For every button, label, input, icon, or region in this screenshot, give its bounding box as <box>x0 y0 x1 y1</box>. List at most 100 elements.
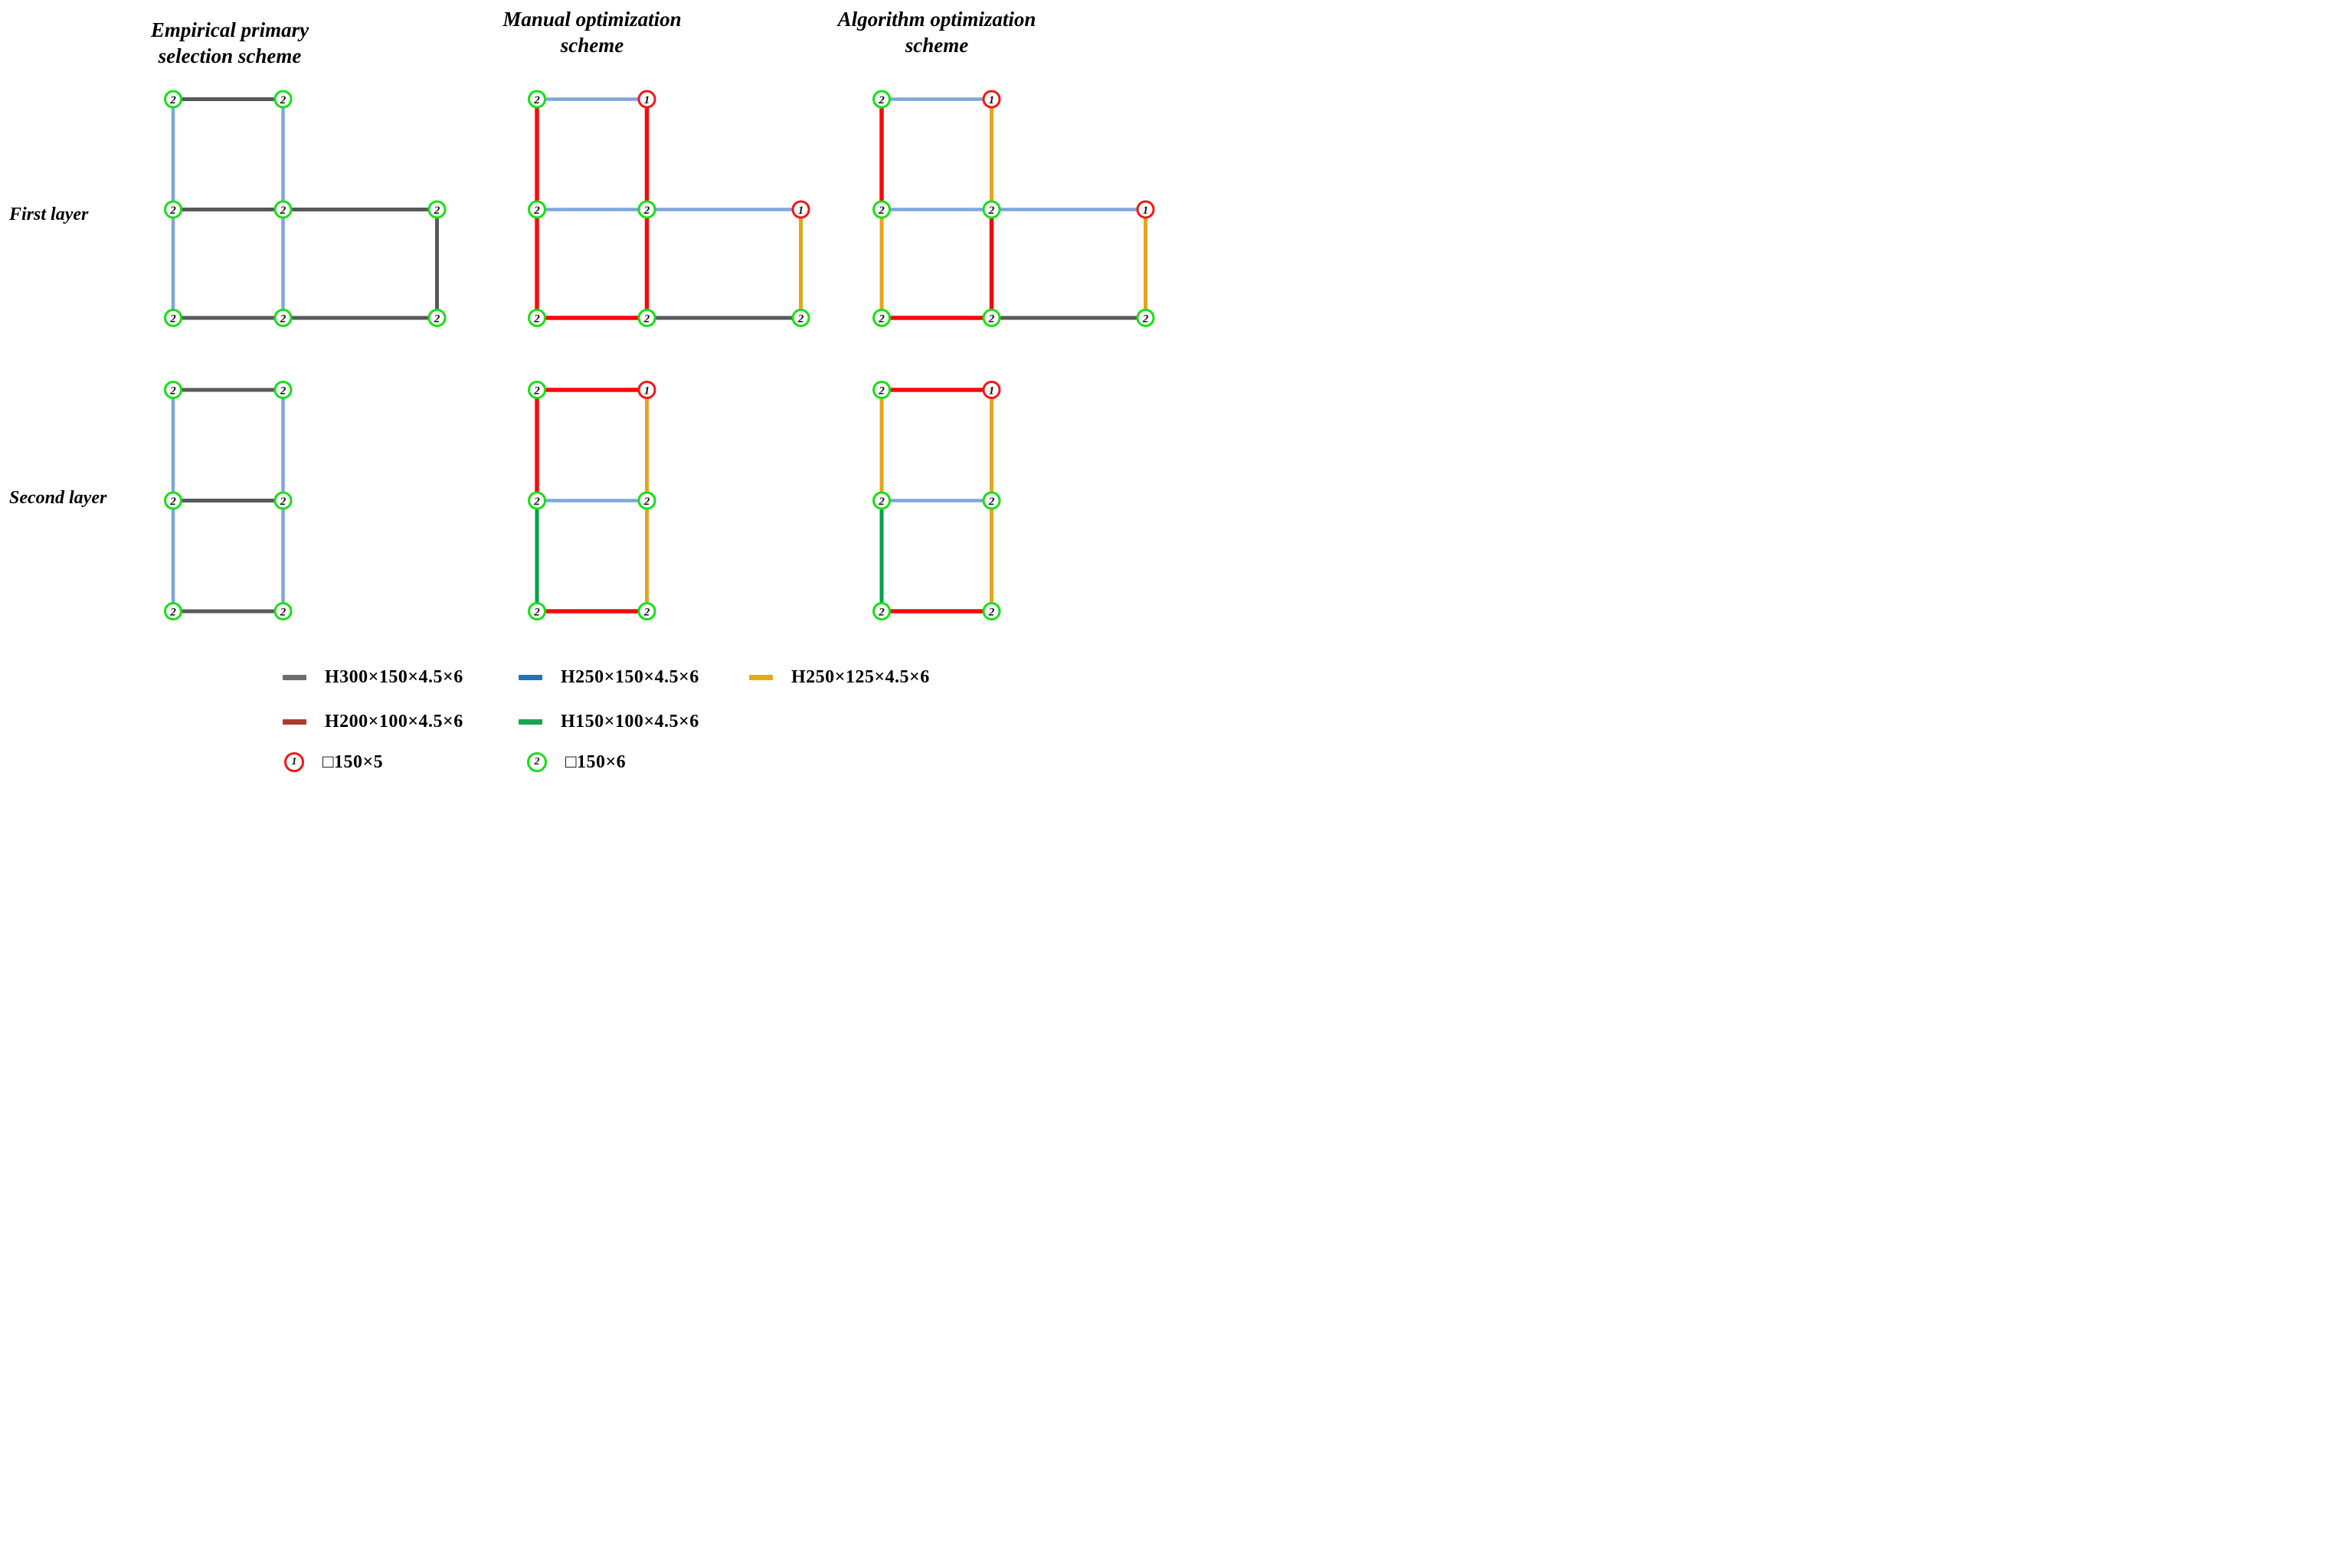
node-algorithm-first-G <box>982 309 1001 327</box>
node-label-empirical-second-D: 2 <box>280 496 286 508</box>
node-label-algorithm-second-E: 2 <box>878 606 885 618</box>
node-label-algorithm-second-A: 2 <box>878 385 885 397</box>
node-label-manual-first-C: 2 <box>533 205 540 217</box>
node-label-algorithm-second-B: 1 <box>989 385 995 397</box>
node-empirical-first-A <box>164 90 182 109</box>
node-algorithm-second-D <box>982 491 1001 510</box>
node-label-algorithm-first-A: 2 <box>878 94 885 106</box>
title-line: Manual optimization <box>502 8 682 31</box>
legend-item-beam-h300x150: H300×150×4.5×6 <box>283 666 463 688</box>
title-line: scheme <box>905 34 969 57</box>
node-label-manual-second-C: 2 <box>533 496 540 508</box>
legend-label: □150×5 <box>322 751 384 772</box>
title-line: Algorithm optimization <box>837 8 1036 31</box>
node-label-algorithm-first-D: 2 <box>988 205 995 217</box>
node-label-manual-first-F: 2 <box>533 313 540 325</box>
column-title-manual: Manual optimization scheme <box>439 6 745 58</box>
title-line: Empirical primary <box>150 18 309 41</box>
node-label-algorithm-second-F: 2 <box>988 606 995 618</box>
node-manual-second-F <box>637 602 656 620</box>
node-manual-second-C <box>528 491 546 510</box>
node-manual-first-E <box>791 200 810 219</box>
node-label-manual-first-A: 2 <box>533 94 540 106</box>
node-empirical-first-B <box>273 90 293 109</box>
node-label-empirical-first-H: 2 <box>434 313 440 325</box>
node-empirical-second-F <box>273 602 293 620</box>
node-label-manual-second-D: 2 <box>643 496 650 508</box>
node-algorithm-first-C <box>872 200 891 219</box>
node-algorithm-second-E <box>872 602 891 620</box>
node-label-manual-first-G: 2 <box>643 313 650 325</box>
node-manual-second-B <box>637 381 656 399</box>
node-manual-first-B <box>637 90 656 109</box>
node-label-empirical-second-F: 2 <box>280 606 286 618</box>
node-manual-second-D <box>637 491 656 510</box>
legend-item-beam-h200x100: H200×100×4.5×6 <box>283 711 463 732</box>
column-title-empirical: Empirical primary selection scheme <box>77 17 383 69</box>
node-label-empirical-first-A: 2 <box>169 94 176 106</box>
legend-label: □150×6 <box>565 751 627 772</box>
title-line: selection scheme <box>158 44 302 67</box>
node-label-manual-first-D: 2 <box>643 205 650 217</box>
title-line: scheme <box>560 34 624 57</box>
node-empirical-first-G <box>273 309 293 327</box>
node-manual-first-H <box>791 309 810 327</box>
node-label-empirical-first-B: 2 <box>280 94 286 106</box>
node-empirical-second-C <box>164 491 182 510</box>
node-label-algorithm-first-E: 1 <box>1143 205 1149 217</box>
legend-item-beam-h250x125: H250×125×4.5×6 <box>749 666 930 688</box>
legend-item-node-type2: 2 □150×6 <box>527 751 626 773</box>
node-label-empirical-first-F: 2 <box>169 313 176 325</box>
legend-label: H300×150×4.5×6 <box>325 666 463 687</box>
node-manual-second-E <box>528 602 546 620</box>
node-label-algorithm-first-G: 2 <box>988 313 995 325</box>
node-label-algorithm-first-C: 2 <box>878 205 885 217</box>
column-title-algorithm: Algorithm optimization scheme <box>768 6 1105 58</box>
node-label-manual-first-E: 1 <box>798 205 804 217</box>
node-label-algorithm-second-C: 2 <box>878 496 885 508</box>
node-manual-second-A <box>528 381 546 399</box>
beam-swatch-gray <box>283 674 306 680</box>
node-empirical-first-F <box>164 309 182 327</box>
node-manual-first-F <box>528 309 546 327</box>
node-algorithm-first-B <box>982 90 1001 109</box>
node-algorithm-second-A <box>872 381 891 399</box>
beam-swatch-blue <box>519 674 542 680</box>
legend-label: H250×150×4.5×6 <box>561 666 699 687</box>
node-algorithm-second-F <box>982 602 1001 620</box>
node-empirical-first-C <box>164 200 182 219</box>
node-label-manual-first-H: 2 <box>797 313 804 325</box>
node-algorithm-second-C <box>872 491 891 510</box>
node-label-empirical-second-B: 2 <box>280 385 286 397</box>
node-label-algorithm-first-B: 1 <box>989 94 995 106</box>
beam-swatch-orange <box>749 674 773 680</box>
beam-swatch-green <box>519 719 542 725</box>
node-algorithm-first-F <box>872 309 891 327</box>
node-manual-first-C <box>528 200 546 219</box>
node-symbol-2-icon: 2 <box>527 752 547 772</box>
row-label-first-layer: First layer <box>9 205 89 224</box>
node-algorithm-first-D <box>982 200 1001 219</box>
node-symbol-1-icon: 1 <box>284 752 304 772</box>
node-label-empirical-first-D: 2 <box>280 205 286 217</box>
node-label-empirical-second-C: 2 <box>169 496 176 508</box>
node-empirical-second-A <box>164 381 182 399</box>
node-algorithm-second-B <box>982 381 1001 399</box>
node-label-algorithm-first-F: 2 <box>878 313 885 325</box>
node-algorithm-first-A <box>872 90 891 109</box>
node-label-algorithm-second-D: 2 <box>988 496 995 508</box>
node-algorithm-first-H <box>1136 309 1155 327</box>
node-label-manual-first-B: 1 <box>644 94 650 106</box>
node-label-empirical-second-E: 2 <box>169 606 176 618</box>
node-label-empirical-first-E: 2 <box>434 205 440 217</box>
node-label-manual-second-F: 2 <box>643 606 650 618</box>
node-label-manual-second-B: 1 <box>644 385 650 397</box>
legend-label: H250×125×4.5×6 <box>791 666 930 687</box>
node-algorithm-first-E <box>1136 200 1155 219</box>
figure-page: 2 2 2 2 2 2 2 2 2 2 2 2 2 2 2 1 2 2 1 2 2 2 2 1 2 2 2 2 2 1 2 2 1 2 2 2 2 1 2 2… <box>0 0 1174 784</box>
node-label-manual-second-A: 2 <box>533 385 540 397</box>
legend-item-node-type1: 1 □150×5 <box>284 751 383 773</box>
node-label-empirical-second-A: 2 <box>169 385 176 397</box>
node-manual-first-G <box>637 309 656 327</box>
